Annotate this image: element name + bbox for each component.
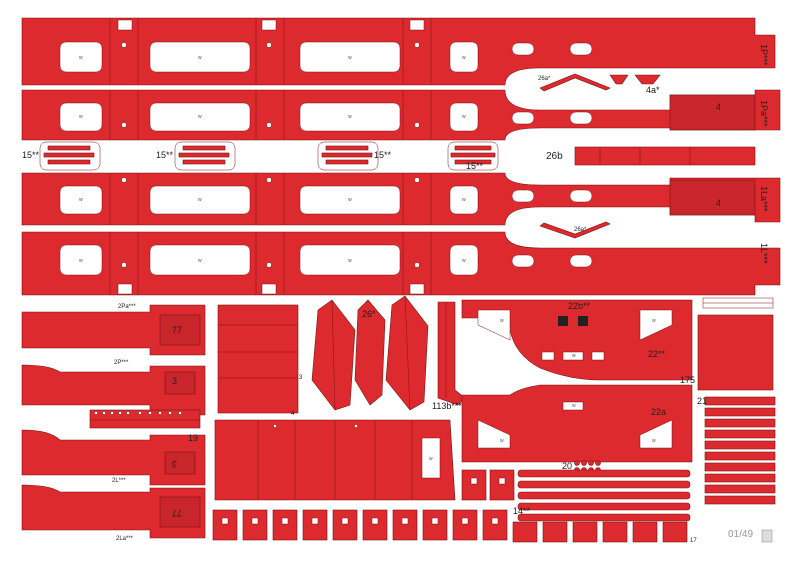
window-mark: w <box>462 114 466 120</box>
label-2pa: 2Pa*** <box>118 304 136 310</box>
label-113b: 113b*** <box>432 401 462 411</box>
window-mark: w <box>462 55 466 61</box>
label-1la: 1La*** <box>759 186 769 212</box>
part-26a-top <box>539 73 661 92</box>
window-mark: w <box>348 114 352 120</box>
side-panel-1l <box>21 231 781 296</box>
label-22b: 22b** <box>568 301 591 311</box>
part-113b <box>437 301 466 406</box>
label-15-a: 15** <box>22 150 40 160</box>
label-21: 21 <box>697 396 708 406</box>
window-mark: w <box>348 258 352 264</box>
parts-21 <box>704 396 776 505</box>
label-175: 175 <box>680 375 696 385</box>
label-14: 14** <box>513 506 531 516</box>
label-19: 19 <box>188 433 199 443</box>
window-mark: w <box>79 114 83 120</box>
label-22a: 22a <box>651 407 667 417</box>
parts-17-squares <box>212 469 688 543</box>
parts-15-strip <box>39 141 756 171</box>
label-17: 17 <box>690 538 697 544</box>
part-2l <box>21 429 206 486</box>
window-mark: w <box>198 197 202 203</box>
label-4-mid: 4 <box>716 198 722 208</box>
label-26a-mid: 26a* <box>574 227 587 233</box>
window-mark: w <box>429 456 433 462</box>
label-4a: 4a* <box>646 85 660 95</box>
label-4-bottom: 4 <box>291 411 295 417</box>
window-mark: w <box>79 258 83 264</box>
part-2p <box>21 364 206 416</box>
window-mark: w <box>500 438 504 444</box>
window-mark: w <box>572 403 576 409</box>
window-mark: w <box>79 197 83 203</box>
label-26a-top: 26a* <box>538 76 551 82</box>
side-panel-1la <box>21 172 781 226</box>
label-15-b: 15** <box>156 150 174 160</box>
window-mark: w <box>348 197 352 203</box>
parts-14-strips <box>517 469 691 522</box>
part-22a <box>461 384 693 463</box>
label-77: 77 <box>172 325 183 335</box>
side-panel-1pa <box>21 89 781 141</box>
part-2pa <box>21 304 206 356</box>
label-1pa: 1Pa*** <box>759 100 769 127</box>
part-19 <box>89 409 201 429</box>
window-mark: w <box>79 55 83 61</box>
window-mark: w <box>572 353 576 359</box>
part-4-bottom <box>214 419 456 501</box>
window-mark: w <box>652 318 656 324</box>
label-22: 22** <box>648 349 666 359</box>
window-mark: w <box>462 197 466 203</box>
page-number: 01/49 <box>728 529 754 540</box>
label-26-star: 26* <box>362 309 376 319</box>
window-mark: w <box>652 438 656 444</box>
label-1l: 1L*** <box>759 243 769 264</box>
label-77-flip: 77 <box>172 508 183 518</box>
label-3-left-flip: 3 <box>172 459 178 469</box>
label-15-c: 15** <box>374 150 392 160</box>
label-2p: 2P*** <box>114 360 129 366</box>
window-mark: w <box>348 55 352 61</box>
label-1p: 1P*** <box>759 44 769 66</box>
parts-26-diamond <box>311 295 429 411</box>
part-3-mid <box>217 304 299 414</box>
window-mark: w <box>198 114 202 120</box>
page-number-icon <box>761 529 773 543</box>
label-20: 20 <box>562 461 573 471</box>
side-panel-1p <box>21 17 776 86</box>
label-4-top: 4 <box>716 102 722 112</box>
part-2la <box>21 484 206 539</box>
label-2la: 2La*** <box>116 536 134 542</box>
window-mark: w <box>198 55 202 61</box>
label-2l: 2L*** <box>112 478 126 484</box>
window-mark: w <box>198 258 202 264</box>
part-175 <box>697 297 774 391</box>
label-15-d: 15** <box>466 161 484 171</box>
window-mark: w <box>462 258 466 264</box>
window-mark: w <box>500 318 504 324</box>
label-3-left: 3 <box>172 376 178 386</box>
label-26b: 26b <box>546 151 563 162</box>
label-3-mid: 3 <box>299 375 303 381</box>
part-26a-mid <box>539 221 611 239</box>
part-22 <box>461 299 693 381</box>
